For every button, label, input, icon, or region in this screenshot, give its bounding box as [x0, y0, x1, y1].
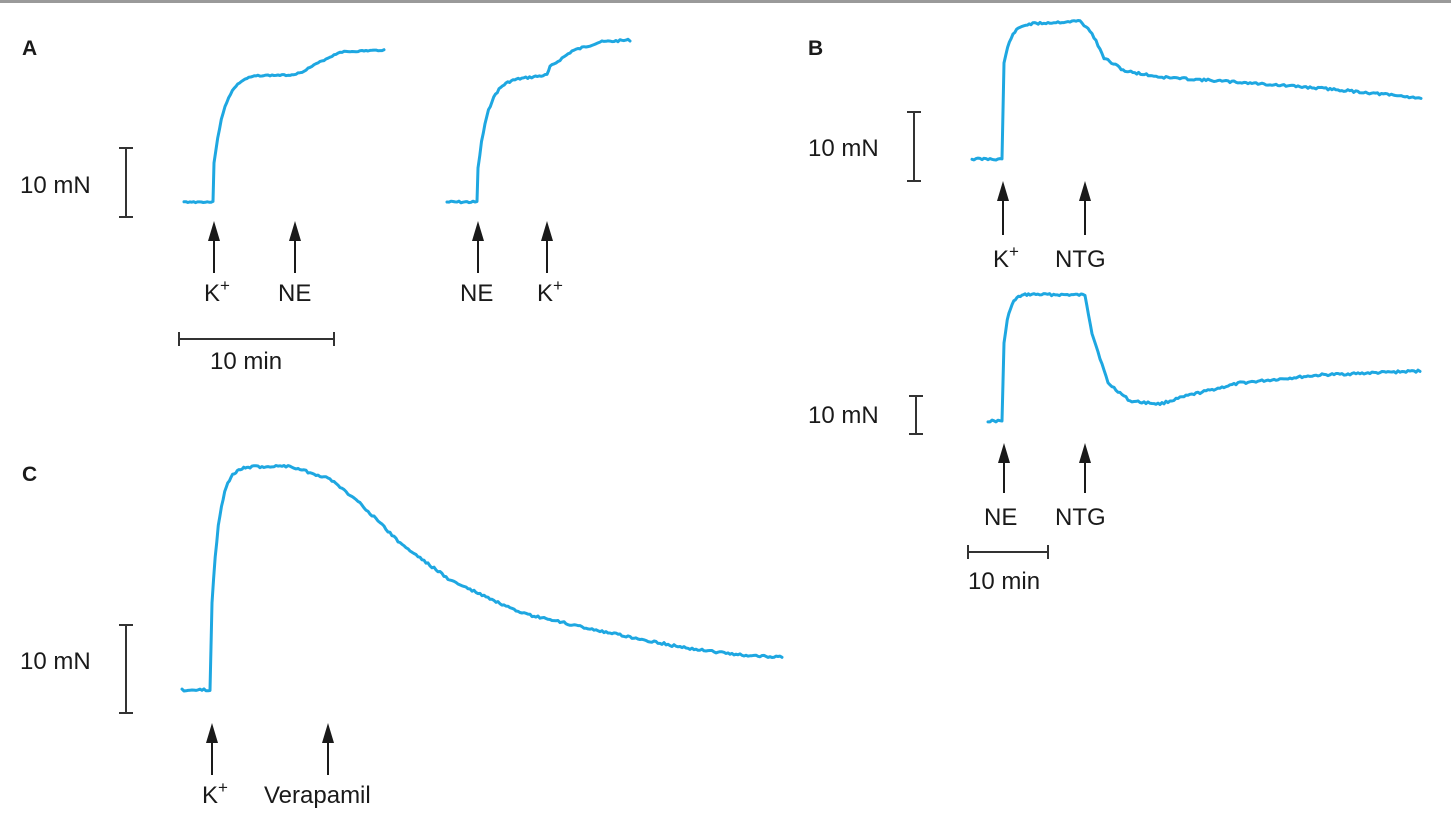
- tension-recordings-figure: A 10 mN K+ NE NE K+ 10 min B: [20, 19, 1423, 809]
- panel-b-label: B: [808, 37, 823, 60]
- panel-b-arrow-k: [997, 181, 1009, 235]
- superscript-plus: +: [1009, 242, 1019, 261]
- panel-c-label: C: [22, 463, 37, 486]
- panel-a-marker-ne: NE: [278, 280, 311, 307]
- panel-a-time-scale-label: 10 min: [210, 348, 282, 375]
- panel-a-arrow-k-2: [541, 221, 553, 273]
- panel-a-force-scale-label: 10 mN: [20, 172, 91, 199]
- panel-c-arrow-verapamil: [322, 723, 334, 775]
- panel-c-trace: [180, 464, 784, 693]
- panel-b-marker-ntg-2: NTG: [1055, 504, 1106, 531]
- panel-b-trace-2: [986, 292, 1422, 424]
- panel-b-arrow-ntg-2: [1079, 443, 1091, 493]
- panel-c-marker-k: K+: [202, 778, 228, 809]
- panel-a-force-scale-bar: [119, 147, 133, 218]
- panel-a-marker-k: K+: [204, 276, 230, 307]
- panel-b-force-scale-bar-1: [907, 111, 921, 182]
- panel-a-label: A: [22, 37, 37, 60]
- panel-c-force-scale-bar: [119, 624, 133, 714]
- panel-b-force-scale-bar-2: [909, 395, 923, 435]
- panel-b-marker-ne: NE: [984, 504, 1017, 531]
- superscript-plus: +: [220, 276, 230, 295]
- panel-c-marker-verapamil: Verapamil: [264, 782, 371, 809]
- marker-k-base: K: [204, 280, 220, 307]
- panel-b-force-scale-label-1: 10 mN: [808, 135, 879, 162]
- panel-a-marker-k-2: K+: [537, 276, 563, 307]
- panel-a-arrow-ne: [289, 221, 301, 273]
- panel-b-marker-k: K+: [993, 242, 1019, 273]
- panel-a-trace-1: [182, 48, 386, 205]
- panel-b-time-scale-label: 10 min: [968, 568, 1040, 595]
- panel-a-arrow-ne-2: [472, 221, 484, 273]
- panel-b-force-scale-label-2: 10 mN: [808, 402, 879, 429]
- panel-b-arrow-ntg: [1079, 181, 1091, 235]
- panel-b-marker-ntg: NTG: [1055, 246, 1106, 273]
- panel-c-force-scale-label: 10 mN: [20, 648, 91, 675]
- panel-b-time-scale-bar: [967, 545, 1049, 559]
- superscript-plus: +: [553, 276, 563, 295]
- superscript-plus: +: [218, 778, 228, 797]
- panel-c-arrow-k: [206, 723, 218, 775]
- panel-a-arrow-k: [208, 221, 220, 273]
- panel-a-time-scale-bar: [178, 332, 335, 346]
- panel-a-trace-2: [445, 37, 632, 205]
- panel-b-trace-1: [970, 19, 1423, 162]
- panel-b-arrow-ne: [998, 443, 1010, 493]
- panel-a-marker-ne-2: NE: [460, 280, 493, 307]
